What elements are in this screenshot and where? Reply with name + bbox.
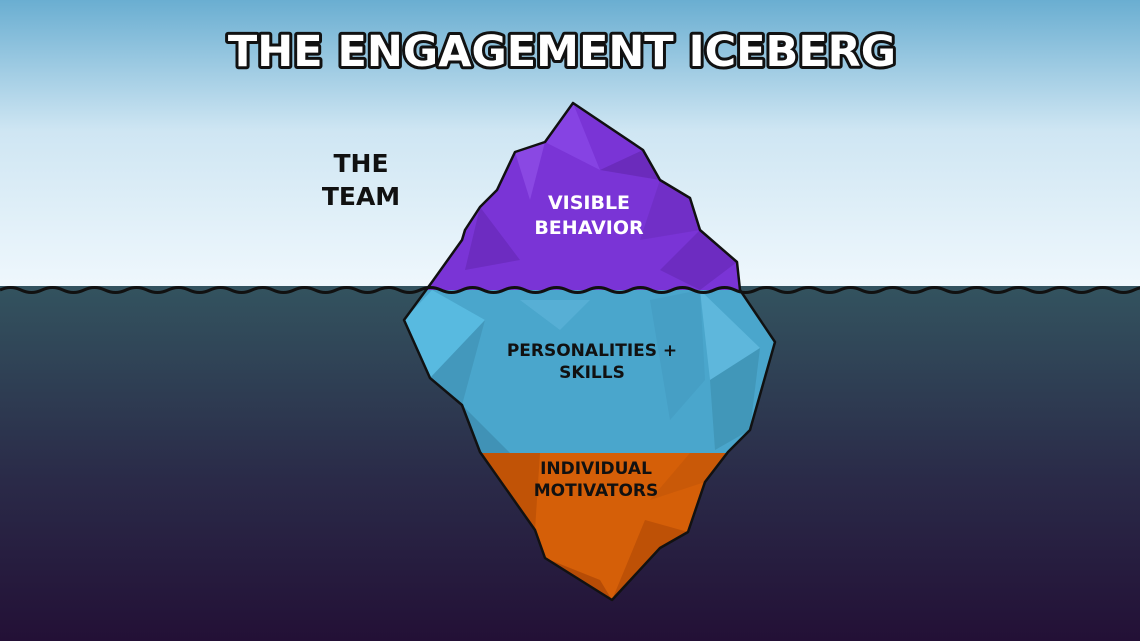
layer-label-personalities-line2: SKILLS [559,363,625,383]
waterline-wave [0,286,1140,294]
iceberg-outline [402,101,777,602]
layer-label-visible-line1: VISIBLE [548,192,630,214]
side-label-line2: TEAM [322,182,400,211]
layer-label-visible-line2: BEHAVIOR [534,217,644,239]
side-label-line1: THE [333,149,388,178]
page-title: THE ENGAGEMENT ICEBERG [228,27,896,77]
layer-label-motivators-line1: INDIVIDUAL [540,459,652,479]
layer-label-personalities-line1: PERSONALITIES + [507,341,677,361]
layer-label-motivators-line2: MOTIVATORS [534,481,659,501]
